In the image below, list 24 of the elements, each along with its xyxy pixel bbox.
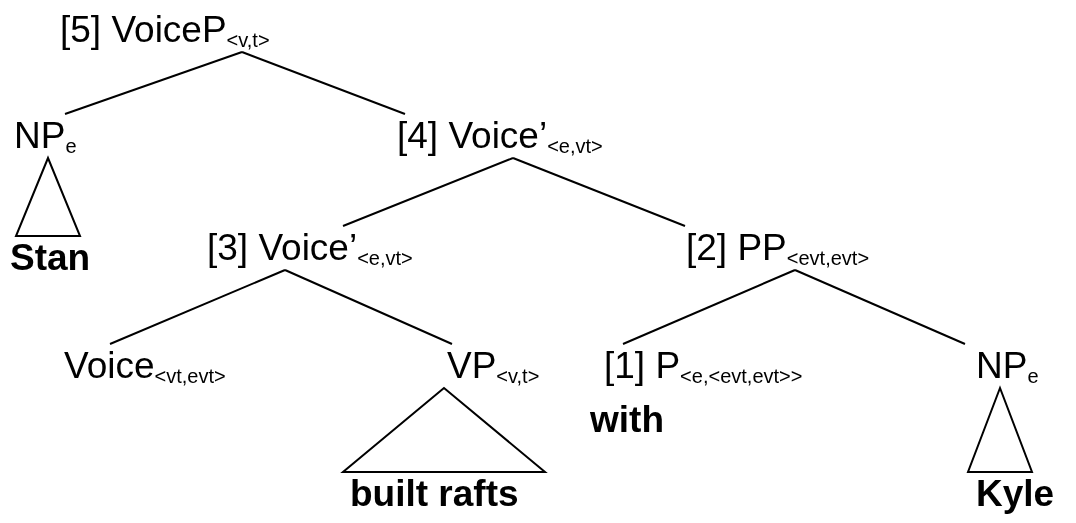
syntax-node-label: [3] Voice’$_{<e,vt>}$ — [207, 228, 413, 268]
terminal-word: with — [590, 400, 664, 440]
branch-line — [284, 269, 453, 345]
syntax-node-label: [5] VoiceP$_{<v,t>}$ — [60, 10, 270, 50]
branch-line — [109, 269, 286, 345]
branch-line — [794, 269, 966, 345]
syntax-node-label: [1] P$_{<e,<evt,evt>>}$ — [604, 346, 803, 386]
branch-line — [241, 51, 406, 115]
branch-line — [512, 157, 686, 227]
branch-line — [342, 157, 514, 227]
syntax-node-label: NP$_{e}$ — [976, 346, 1039, 386]
syntax-node-label: VP$_{<v,t>}$ — [447, 346, 540, 386]
branch-line — [622, 269, 796, 345]
syntax-node-label: [4] Voice’$_{<e,vt>}$ — [397, 116, 603, 156]
triangle-roof — [14, 155, 82, 237]
branch-line — [64, 51, 243, 115]
syntax-node-label: NP$_{e}$ — [14, 116, 77, 156]
terminal-word: built rafts — [350, 474, 519, 514]
syntax-node-label: [2] PP$_{<evt,evt>}$ — [686, 228, 870, 268]
triangle-roof — [966, 385, 1034, 473]
syntax-node-label: Voice$_{<vt,evt>}$ — [64, 346, 226, 386]
terminal-word: Stan — [10, 238, 91, 278]
terminal-word: Kyle — [976, 474, 1055, 514]
triangle-roof — [340, 386, 548, 473]
